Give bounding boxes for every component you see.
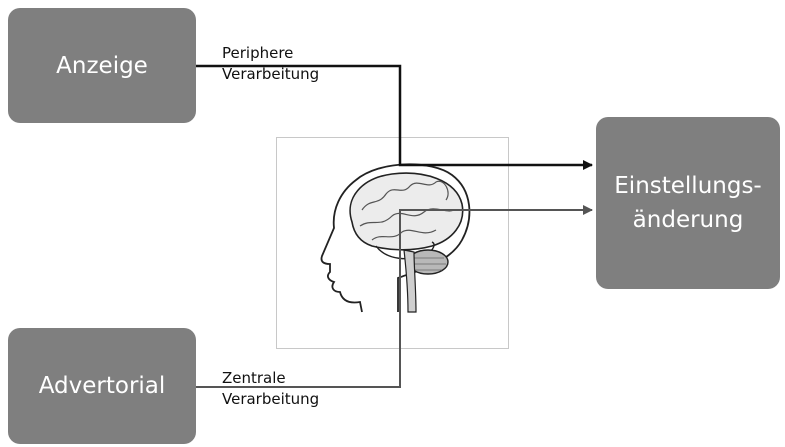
node-advertorial: Advertorial — [8, 328, 196, 444]
brain-head-profile-icon — [320, 163, 471, 313]
edge-label-central-line1: Zentrale — [222, 369, 286, 387]
node-anzeige-label: Anzeige — [56, 52, 148, 79]
edge-label-peripheral-line1: Periphere — [222, 44, 294, 62]
node-result-label-line1: Einstellungs- — [614, 173, 762, 199]
brain-cerebrum — [349, 172, 464, 251]
node-anzeige: Anzeige — [8, 8, 196, 123]
edge-label-peripheral: Periphere Verarbeitung — [222, 43, 319, 85]
node-einstellungsaenderung: Einstellungs- änderung — [596, 117, 780, 289]
edge-label-peripheral-line2: Verarbeitung — [222, 65, 320, 83]
brain-stem — [403, 249, 417, 313]
arrow-central-route — [196, 205, 593, 388]
node-advertorial-label: Advertorial — [38, 373, 166, 399]
edge-label-central-line2: Verarbeitung — [222, 390, 320, 408]
node-result-label-line2: änderung — [632, 207, 744, 233]
edge-label-central: Zentrale Verarbeitung — [222, 368, 319, 410]
arrow-peripheral-route — [196, 64, 593, 170]
